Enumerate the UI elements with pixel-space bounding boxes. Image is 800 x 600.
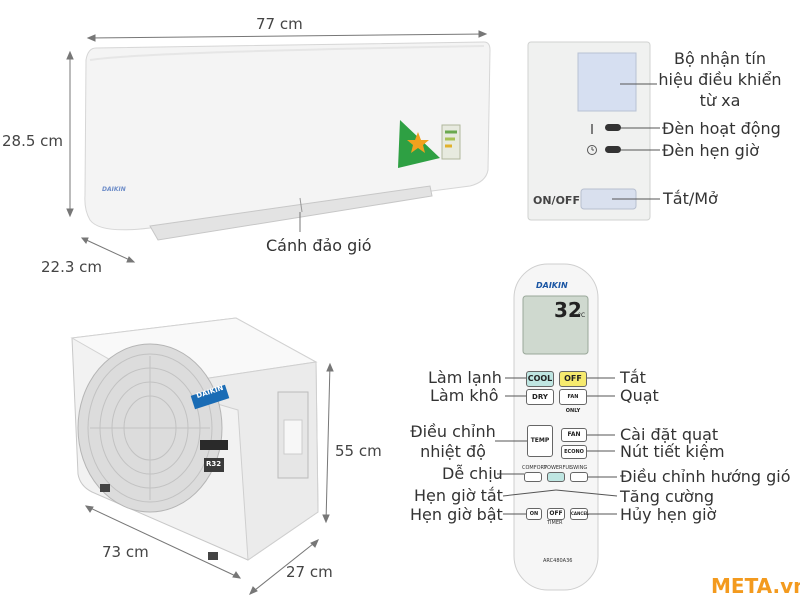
cool-label: Làm lạnh <box>428 368 502 387</box>
cool-button[interactable]: COOL <box>526 371 554 387</box>
dry-label: Làm khô <box>430 386 499 405</box>
timer-on-button[interactable]: ON <box>526 508 542 520</box>
powerful-caption: POWERFUL <box>544 465 572 471</box>
indoor-height-label: 28.5 cm <box>2 132 64 150</box>
temp-label: Điều chỉnh nhiệt độ <box>410 422 496 461</box>
timer-on-label: Hẹn giờ bật <box>410 505 503 524</box>
outdoor-depth-label: 27 cm <box>286 563 333 581</box>
off-button[interactable]: OFF <box>559 371 587 387</box>
fan-button[interactable]: FAN <box>561 428 587 442</box>
sensor-label: Bộ nhận tín hiệu điều khiển từ xa <box>658 49 782 110</box>
temp-button[interactable]: TEMP <box>527 425 553 457</box>
remote-temp-unit: °C <box>578 312 586 319</box>
panel-leader-lines <box>612 83 660 200</box>
econo-button[interactable]: ECONO <box>561 445 587 459</box>
remote-brand-logo: DAIKIN <box>536 281 568 290</box>
indoor-width-label: 77 cm <box>256 15 303 33</box>
remote-temp-display: 32 <box>554 298 582 322</box>
comfort-button[interactable] <box>524 472 542 482</box>
econo-label: Nút tiết kiệm <box>620 442 725 461</box>
onoff-label: Tắt/Mở <box>663 189 718 208</box>
indoor-depth-label: 22.3 cm <box>41 258 103 276</box>
outdoor-height-label: 55 cm <box>335 442 382 460</box>
powerful-button[interactable] <box>547 472 565 482</box>
outdoor-width-label: 73 cm <box>102 543 149 561</box>
timer-light-label: Đèn hẹn giờ <box>662 141 760 160</box>
fan-only-label: Quạt <box>620 386 659 405</box>
outdoor-dimension-lines <box>84 362 334 595</box>
comfort-label: Dễ chịu <box>442 464 503 483</box>
watermark-logo: META.vn <box>711 574 800 598</box>
fan-label: Cài đặt quạt <box>620 425 719 444</box>
indoor-brand-logo: DAIKIN <box>102 186 126 193</box>
timer-caption: TIMER <box>547 520 563 526</box>
remote-leader-lines <box>495 377 618 515</box>
timer-off-label: Hẹn giờ tắt <box>414 486 503 505</box>
refrigerant-badge: R32 <box>206 460 222 468</box>
swing-caption: SWING <box>570 465 588 471</box>
outdoor-unit <box>70 317 319 561</box>
powerful-label: Tăng cường <box>620 487 714 506</box>
flap-label: Cánh đảo gió <box>266 236 372 255</box>
onoff-text: ON/OFF <box>533 194 580 207</box>
fan-only-button[interactable]: FAN ONLY <box>559 389 587 414</box>
remote-model: ARC480A36 <box>543 558 573 564</box>
indoor-dimension-lines <box>66 30 488 263</box>
swing-label: Điều chỉnh hướng gió <box>620 467 791 486</box>
cancel-button[interactable]: CANCEL <box>570 508 589 520</box>
swing-button[interactable] <box>570 472 588 482</box>
run-light-label: Đèn hoạt động <box>662 119 781 138</box>
dry-button[interactable]: DRY <box>526 389 554 405</box>
off-label: Tắt <box>620 368 646 387</box>
comfort-caption: COMFORT <box>522 465 547 471</box>
indoor-unit <box>84 41 491 241</box>
indoor-display-panel <box>527 41 651 221</box>
cancel-label: Hủy hẹn giờ <box>620 505 717 524</box>
timer-off-button[interactable]: OFF <box>547 508 565 520</box>
